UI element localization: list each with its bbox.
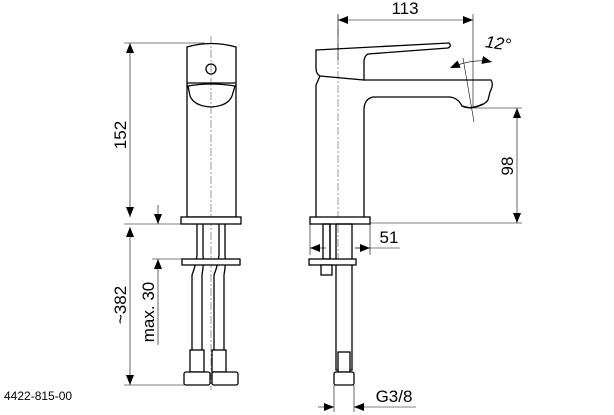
hose-left	[191, 224, 204, 350]
dim-12-degree: 12°	[484, 32, 512, 54]
spout-aerator	[461, 103, 484, 109]
threaded-rod	[322, 223, 331, 260]
dim-max-30: max. 30	[139, 282, 158, 342]
side-view: 113 12° 98 51 G3/8	[308, 0, 522, 412]
mounting-clamp	[308, 258, 357, 266]
article-number: 4422-815-00	[4, 389, 72, 403]
nut-left	[183, 371, 211, 386]
hose-right	[213, 224, 226, 350]
base-plate	[180, 216, 242, 225]
handle-hole	[205, 63, 217, 75]
hose-fitting	[337, 351, 351, 373]
front-view: 152 ~382 max. 30	[111, 36, 242, 390]
mounting-clamp	[181, 258, 241, 266]
dim-152: 152	[111, 121, 130, 149]
lever-handle	[315, 42, 451, 81]
dim-382: ~382	[111, 286, 130, 324]
faucet-body	[186, 42, 237, 218]
clamp-nut	[320, 264, 333, 276]
nut	[333, 371, 355, 386]
dim-g3-8: G3/8	[376, 387, 413, 406]
dim-51: 51	[380, 228, 399, 247]
dim-113: 113	[391, 0, 418, 18]
base-plate	[309, 216, 371, 225]
aerator	[187, 83, 236, 108]
spout-body	[315, 75, 493, 217]
hose-fitting-right	[211, 349, 227, 373]
hose-fitting-left	[189, 349, 205, 373]
nut-right	[211, 371, 239, 386]
hose	[335, 223, 353, 371]
dim-98: 98	[498, 157, 517, 176]
